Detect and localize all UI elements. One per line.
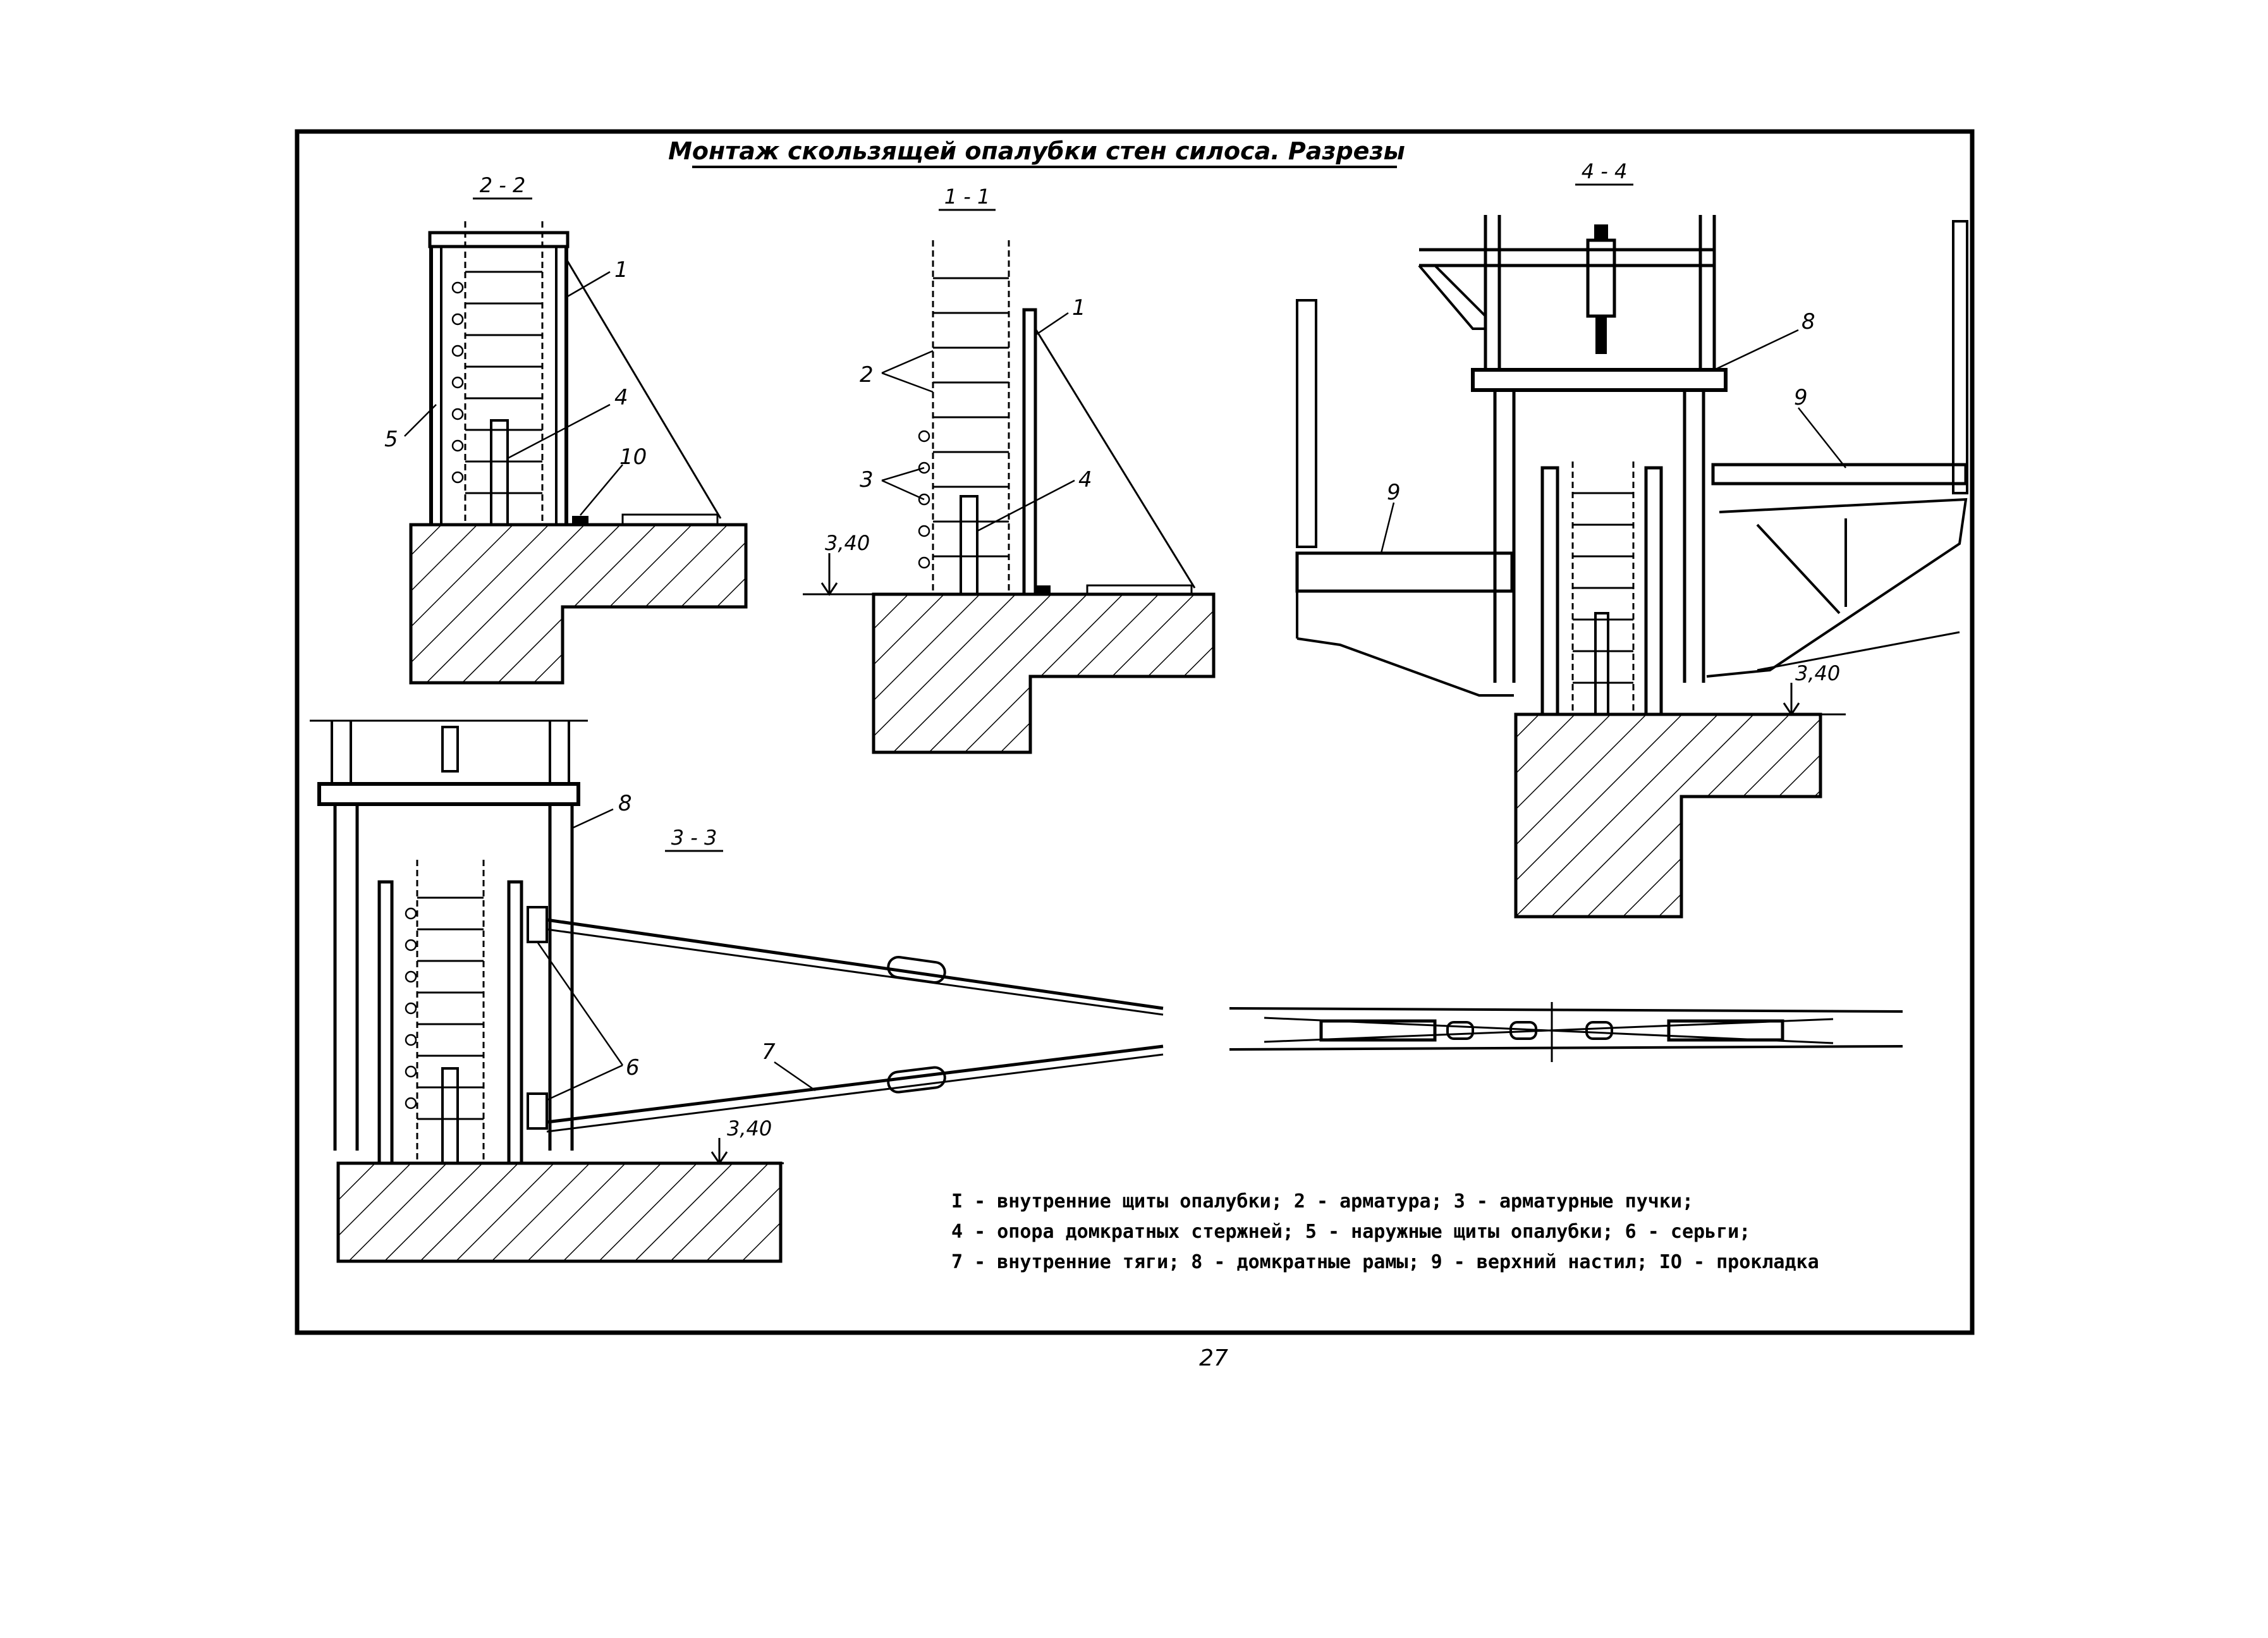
section-4-4: 4 - 4 3,40 [1295,159,1968,919]
legend-line-1: I - внутренние щиты опалубки; 2 - армату… [951,1190,1693,1213]
section-1-1-label: 1 - 1 [944,185,991,209]
callout-2-1-1: 2 [860,362,874,388]
callout-5-2-2: 5 [384,427,398,452]
page-number: 27 [1199,1345,1228,1371]
foundation-3-3 [336,1161,783,1263]
sheet-frame [295,129,1975,1335]
foundation-4-4 [1514,712,1822,919]
elevation-4-4: 3,40 [1795,661,1840,685]
callout-9-right-4-4: 9 [1794,385,1808,410]
section-2-2: 2 - 2 [384,173,748,685]
callout-8-4-4: 8 [1802,309,1815,334]
elevation-3-3: 3,40 [727,1116,772,1140]
foundation-1-1 [872,592,1216,754]
section-2-2-label: 2 - 2 [480,173,526,197]
legend-line-3: 7 - внутренние тяги; 8 - домкратные рамы… [951,1251,1819,1273]
callout-10-2-2: 10 [619,444,647,470]
foundation-2-2 [409,523,748,685]
callout-8-3-3: 8 [618,791,632,816]
title-text: Монтаж скользящей опалубки стен силоса. … [668,137,1405,165]
legend-line-2: 4 - опора домкратных стержней; 5 - наруж… [951,1221,1750,1243]
callout-7-3-3: 7 [762,1039,776,1065]
section-1-1: 1 - 1 3,40 [803,185,1216,754]
callout-4-2-2: 4 [614,385,628,410]
callout-1-2-2: 1 [614,257,628,283]
jack-frame-3-3 [317,782,580,806]
callout-9-left-4-4: 9 [1387,480,1401,505]
callout-6-3-3: 6 [626,1055,640,1080]
jack-frame-4-4 [1471,368,1728,392]
callout-1-1-1: 1 [1072,295,1086,321]
section-3-3: 3 - 3 3,40 [310,719,1164,1263]
legend: I - внутренние щиты опалубки; 2 - армату… [951,1190,1819,1273]
drawing-title: Монтаж скользящей опалубки стен силоса. … [668,137,1405,168]
section-3-3-label: 3 - 3 [671,826,717,850]
section-4-4-label: 4 - 4 [1582,159,1628,183]
callout-4-1-1: 4 [1078,467,1092,492]
elevation-1-1: 3,40 [825,531,870,555]
tie-plan-detail [1229,1002,1903,1062]
callout-3-1-1: 3 [860,467,874,492]
